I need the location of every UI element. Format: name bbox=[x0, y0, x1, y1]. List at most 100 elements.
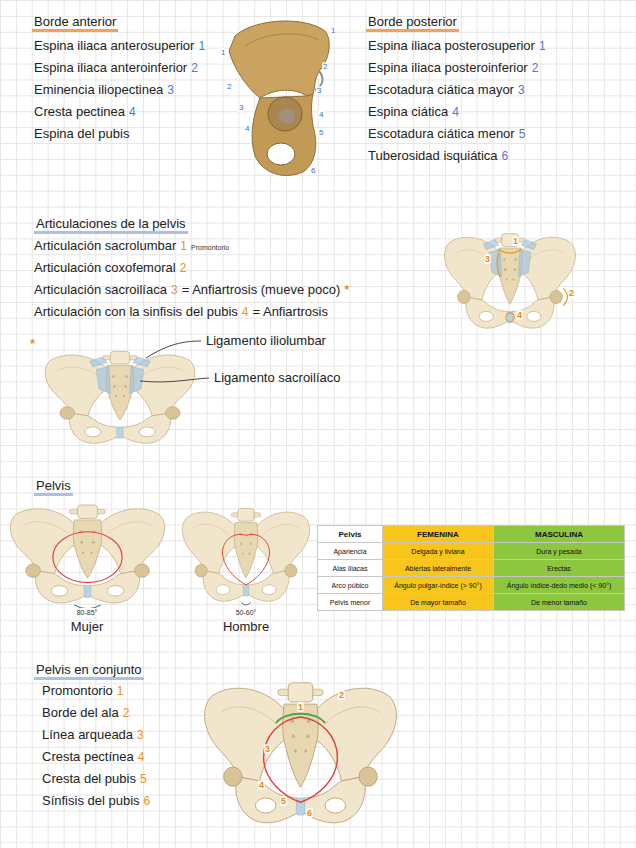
text-row: 4 bbox=[318, 110, 324, 119]
text-row: AparienciaDelgada y livianaDura y pesada bbox=[318, 542, 625, 560]
sacral-ala-border bbox=[276, 714, 325, 724]
text-row: 3 bbox=[264, 744, 271, 754]
list-number: 2 bbox=[123, 706, 130, 720]
note-text: Espina iliaca anterosuperior bbox=[34, 38, 194, 53]
note-text: Espina ciática bbox=[368, 104, 448, 119]
ischium-pubis bbox=[252, 94, 316, 175]
text-row: 3 bbox=[238, 103, 244, 112]
callout-number: 3 bbox=[238, 103, 244, 112]
leader-line bbox=[146, 341, 201, 358]
text-row: Articulación sacrolumbar1Promontorio bbox=[34, 238, 229, 253]
list-number: 5 bbox=[140, 772, 147, 786]
note-text: Espina iliaca posterosuperior bbox=[368, 38, 535, 53]
list-number: 6 bbox=[144, 794, 151, 808]
text-row: 50-60° bbox=[236, 609, 257, 616]
table-cell: Arco púbico bbox=[317, 576, 383, 594]
table-cell: Apariencia bbox=[317, 542, 383, 560]
pelvis-figure bbox=[182, 508, 309, 601]
joints-pelvis bbox=[445, 234, 576, 329]
male-pelvis bbox=[182, 508, 309, 604]
callout-number: 1 bbox=[297, 702, 304, 712]
note-text: Articulación coxofemoral bbox=[34, 260, 176, 275]
list-number: 3 bbox=[518, 83, 525, 97]
table-cell: Ángulo pulgar-índice (> 90°) bbox=[382, 576, 494, 594]
list-number: 2 bbox=[191, 61, 198, 75]
obturator-foramen bbox=[267, 143, 295, 165]
list-number: 3 bbox=[137, 728, 144, 742]
text-row: Ligamento iliolumbar bbox=[206, 333, 326, 348]
text-row: Escotadura ciática menor 5 bbox=[368, 126, 525, 141]
note-text: Promontorio bbox=[42, 683, 113, 698]
acetabular-fossa bbox=[279, 108, 295, 124]
table-cell: Pelvis bbox=[317, 525, 383, 543]
list-number: 6 bbox=[502, 149, 509, 163]
text-row: 6 bbox=[310, 166, 316, 175]
list-number: 4 bbox=[242, 305, 249, 319]
callout-number: 4 bbox=[244, 124, 250, 133]
text-row: 2 bbox=[338, 690, 345, 700]
section-heading: Borde posterior bbox=[366, 14, 459, 32]
note-text: Línea arqueada bbox=[42, 727, 133, 742]
pelvis-figure bbox=[205, 683, 397, 823]
list-number: 5 bbox=[519, 127, 526, 141]
text-row: Pelvis menorDe mayor tamañoDe menor tama… bbox=[318, 593, 625, 611]
list-number: 1 bbox=[539, 39, 546, 53]
table-cell: FEMENINA bbox=[382, 525, 494, 543]
text-row: 2 bbox=[568, 288, 575, 298]
callout-number: 3 bbox=[484, 254, 491, 264]
pelvic-inlet bbox=[222, 534, 269, 584]
list-number: 3 bbox=[167, 83, 174, 97]
ligaments-pelvis bbox=[45, 351, 195, 443]
joint-mark bbox=[499, 249, 521, 253]
note-text: Escotadura ciática mayor bbox=[368, 82, 514, 97]
text-row: Articulación coxofemoral 2 bbox=[34, 260, 186, 275]
list-number: 1 bbox=[198, 39, 205, 53]
pelvic-ligaments bbox=[483, 239, 536, 276]
leader-line bbox=[140, 378, 209, 382]
text-row: 1 bbox=[220, 48, 226, 57]
list-number: 4 bbox=[129, 105, 136, 119]
note-text: Articulación sacroilíaca bbox=[34, 282, 167, 297]
small-note: Promontorio bbox=[191, 244, 229, 251]
text-row: Borde del ala 2 bbox=[42, 705, 129, 720]
list-number: 4 bbox=[452, 105, 459, 119]
callout-number: 5 bbox=[318, 128, 324, 137]
text-row: Arco púbicoÁngulo pulgar-índice (> 90°)Á… bbox=[318, 576, 625, 594]
note-text: Borde del ala bbox=[42, 705, 119, 720]
gluteal-line bbox=[245, 34, 319, 46]
text-row: 4 bbox=[244, 124, 250, 133]
callout-number: 4 bbox=[516, 310, 523, 320]
note-text: Ligamento iliolumbar bbox=[206, 333, 326, 348]
note-text: Articulación sacrolumbar bbox=[34, 238, 176, 253]
table-cell: Ángulo índice-dedo medio (< 90°) bbox=[493, 576, 625, 594]
pelvic-ligaments bbox=[90, 357, 151, 393]
text-row: 3 bbox=[484, 254, 491, 264]
note-text: Escotadura ciática menor bbox=[368, 126, 515, 141]
table-cell: Alas iliacas bbox=[317, 559, 383, 577]
text-row: Articulación sacroilíaca3= Anfiartrosis … bbox=[34, 282, 349, 297]
text-row: Espina iliaca posteroinferior2 bbox=[368, 60, 538, 75]
callout-number: 2 bbox=[322, 62, 328, 71]
text-row: Cresta pectinea4 bbox=[34, 104, 136, 119]
joint-mark bbox=[497, 254, 500, 277]
callout-number: 1 bbox=[220, 48, 226, 57]
text-row: Tuberosidad isquiática6 bbox=[368, 148, 508, 163]
text-row: Cresta pectínea4 bbox=[42, 749, 144, 764]
text-row: Articulaciones de la pelvis bbox=[34, 216, 188, 234]
pelvic-brim bbox=[264, 717, 338, 802]
list-number: 2 bbox=[180, 261, 187, 275]
section-heading: Pelvis bbox=[34, 478, 73, 496]
table-cell: De menor tamaño bbox=[493, 593, 625, 611]
text-row: Espina iliaca anteroinferior2 bbox=[34, 60, 198, 75]
callout-number: 2 bbox=[226, 82, 232, 91]
small-note: 80-85° bbox=[77, 609, 98, 616]
text-row: 1 bbox=[297, 702, 304, 712]
text-row: Mujer bbox=[71, 619, 104, 634]
text-row: 1 bbox=[512, 236, 519, 246]
text-row: 80-85° bbox=[77, 609, 98, 616]
female-pelvis bbox=[10, 505, 164, 609]
text-row: 1 bbox=[330, 26, 336, 35]
joint-mark bbox=[506, 313, 514, 322]
pelvis-figure bbox=[10, 505, 164, 603]
asterisk-mark: * bbox=[30, 336, 35, 351]
